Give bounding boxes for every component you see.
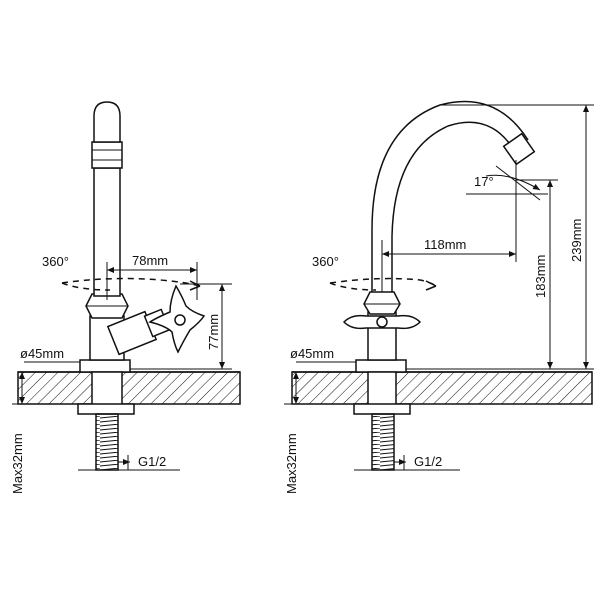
right-gooseneck-spout: [371, 100, 529, 292]
right-cross-handle: [342, 314, 422, 330]
right-angle-label: 17°: [474, 174, 494, 189]
left-max-thickness-label: Max32mm: [10, 433, 25, 494]
left-countertop: [17, 371, 241, 405]
left-shank: [91, 371, 123, 409]
left-cross-handle: [148, 284, 206, 354]
left-spout-tip: [93, 101, 121, 143]
left-thread-label: G1/2: [138, 454, 166, 469]
right-reach-label: 118mm: [424, 237, 466, 252]
left-rotation-arrow: [61, 277, 201, 287]
left-faucet-view: 360° 78mm 77mm ø45mm Max32mm G1/2: [10, 101, 241, 494]
left-diameter-label: ø45mm: [20, 346, 64, 361]
right-thread-label: G1/2: [414, 454, 442, 469]
right-faucet-view: 17° 360° 118mm 183mm 239mm ø45mm Max32mm…: [284, 100, 594, 494]
right-aerator: [502, 132, 536, 166]
right-rotation-label: 360°: [312, 254, 339, 269]
right-countertop: [291, 371, 593, 405]
right-rotation-arrow: [329, 277, 437, 287]
right-threaded-rod: [371, 413, 395, 471]
right-total-height-label: 239mm: [569, 219, 584, 262]
left-threaded-rod: [95, 413, 119, 471]
right-shank: [367, 371, 397, 409]
right-outlet-height-label: 183mm: [533, 255, 548, 298]
right-max-thickness-label: Max32mm: [284, 433, 299, 494]
right-lock-nut: [353, 403, 411, 415]
left-lock-nut: [77, 403, 135, 415]
left-rotation-label: 360°: [42, 254, 69, 269]
right-angle-arc: [485, 174, 541, 191]
left-aerator-ring: [91, 141, 123, 169]
right-hex-nut: [363, 291, 401, 315]
right-base-plate: [355, 359, 407, 373]
left-height-label: 77mm: [206, 314, 221, 350]
left-base-plate: [79, 359, 131, 373]
left-reach-label: 78mm: [132, 253, 168, 268]
right-diameter-label: ø45mm: [290, 346, 334, 361]
